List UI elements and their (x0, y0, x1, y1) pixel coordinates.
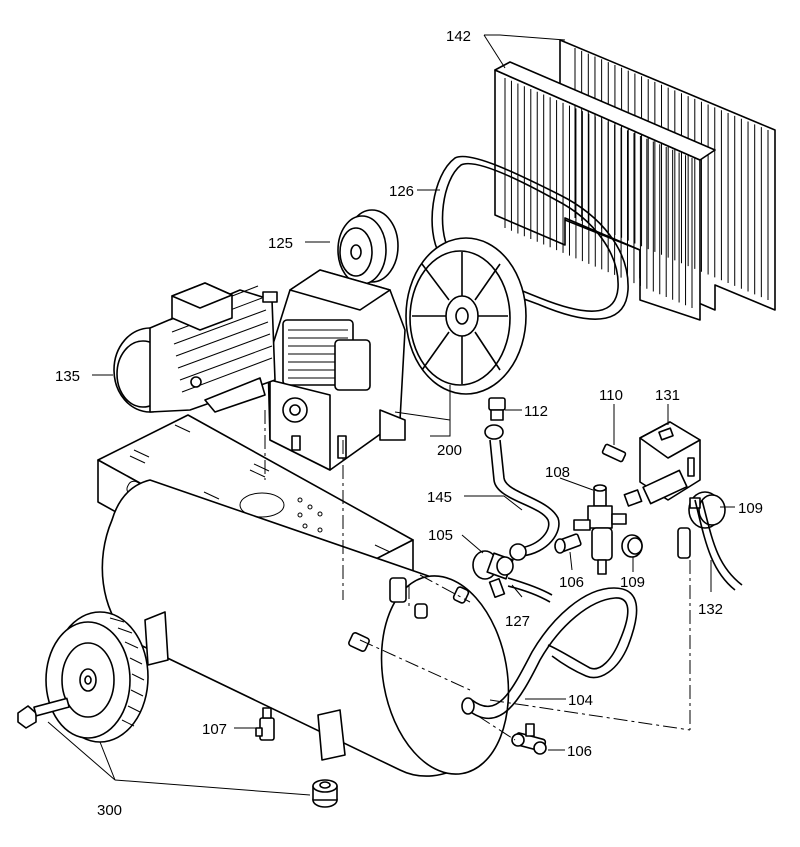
part-labels: 142 126 125 135 112 110 131 200 108 145 … (55, 28, 763, 819)
label-109-lower: 109 (620, 574, 645, 591)
fitting-112 (488, 397, 506, 421)
leader-lines (47, 34, 735, 796)
label-106-upper: 106 (559, 574, 584, 591)
label-142: 142 (446, 28, 471, 45)
electric-motor-135 (113, 282, 278, 413)
label-110: 110 (599, 387, 623, 404)
pressure-gauge-109-upper (688, 491, 726, 529)
label-108: 108 (545, 464, 570, 481)
fitting-110 (601, 443, 627, 463)
pressure-switch-131 (623, 421, 701, 559)
label-106-lower: 106 (567, 743, 592, 760)
wheel-bolt (17, 697, 70, 729)
label-109-upper: 109 (738, 500, 763, 517)
connector-106-upper (554, 533, 582, 554)
handle-104 (461, 587, 638, 720)
wheel-300 (45, 611, 149, 743)
label-145: 145 (427, 489, 452, 506)
pressure-gauge-109-lower (621, 534, 643, 558)
label-104: 104 (568, 692, 593, 709)
cable-132 (694, 499, 743, 591)
label-105: 105 (428, 527, 453, 544)
label-200: 200 (437, 442, 462, 459)
label-131: 131 (655, 387, 680, 404)
check-valve-105 (472, 550, 514, 599)
rubber-foot (312, 779, 338, 808)
tube-127 (507, 577, 553, 603)
air-tank (101, 479, 510, 777)
label-125: 125 (268, 235, 293, 252)
compressor-pump (267, 269, 406, 471)
label-132: 132 (698, 601, 723, 618)
label-127: 127 (505, 613, 530, 630)
belt-guard-142 (494, 39, 776, 321)
flywheel-200 (405, 237, 527, 395)
label-300: 300 (97, 802, 122, 819)
pulley-125 (337, 209, 399, 285)
label-107: 107 (202, 721, 227, 738)
assembly-axis-lines (264, 410, 691, 741)
label-135: 135 (55, 368, 80, 385)
label-126: 126 (389, 183, 414, 200)
label-112: 112 (524, 403, 548, 420)
pressure-pipe-145 (484, 424, 560, 561)
drain-valve-107 (255, 707, 275, 741)
ball-valve-106-lower (511, 723, 547, 755)
filter-regulator-108 (573, 484, 627, 575)
